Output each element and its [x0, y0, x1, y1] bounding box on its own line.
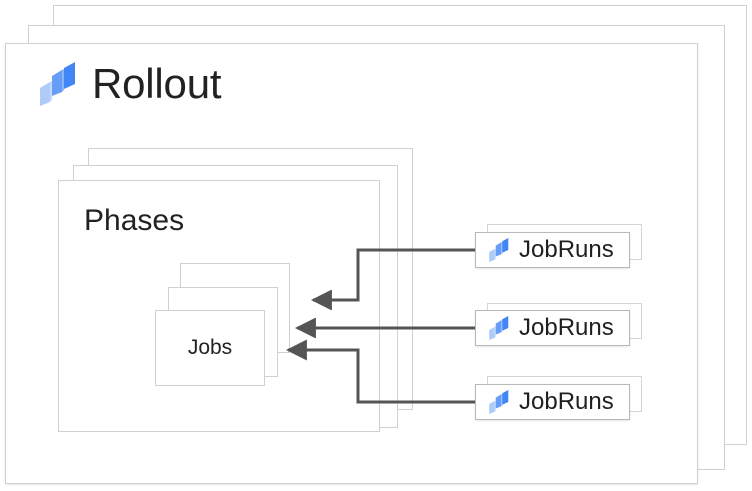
jobruns-label: JobRuns — [519, 236, 614, 263]
jobruns-label: JobRuns — [519, 314, 614, 341]
jobs-card-layer-1 — [155, 310, 265, 386]
phases-title: Phases — [84, 204, 185, 237]
jobruns-card-1[interactable]: JobRuns — [475, 232, 630, 268]
jobs-title: Jobs — [187, 336, 233, 359]
jobruns-card-2[interactable]: JobRuns — [475, 310, 630, 346]
jobruns-card-3[interactable]: JobRuns — [475, 384, 630, 420]
rollout-title: Rollout — [92, 60, 222, 107]
rollout-logo-icon — [488, 316, 510, 340]
rollout-logo-icon — [38, 62, 78, 106]
rollout-logo-icon — [488, 238, 510, 262]
rollout-logo-icon — [488, 390, 510, 414]
rollout-header: Rollout — [38, 60, 222, 107]
jobruns-label: JobRuns — [519, 388, 614, 415]
